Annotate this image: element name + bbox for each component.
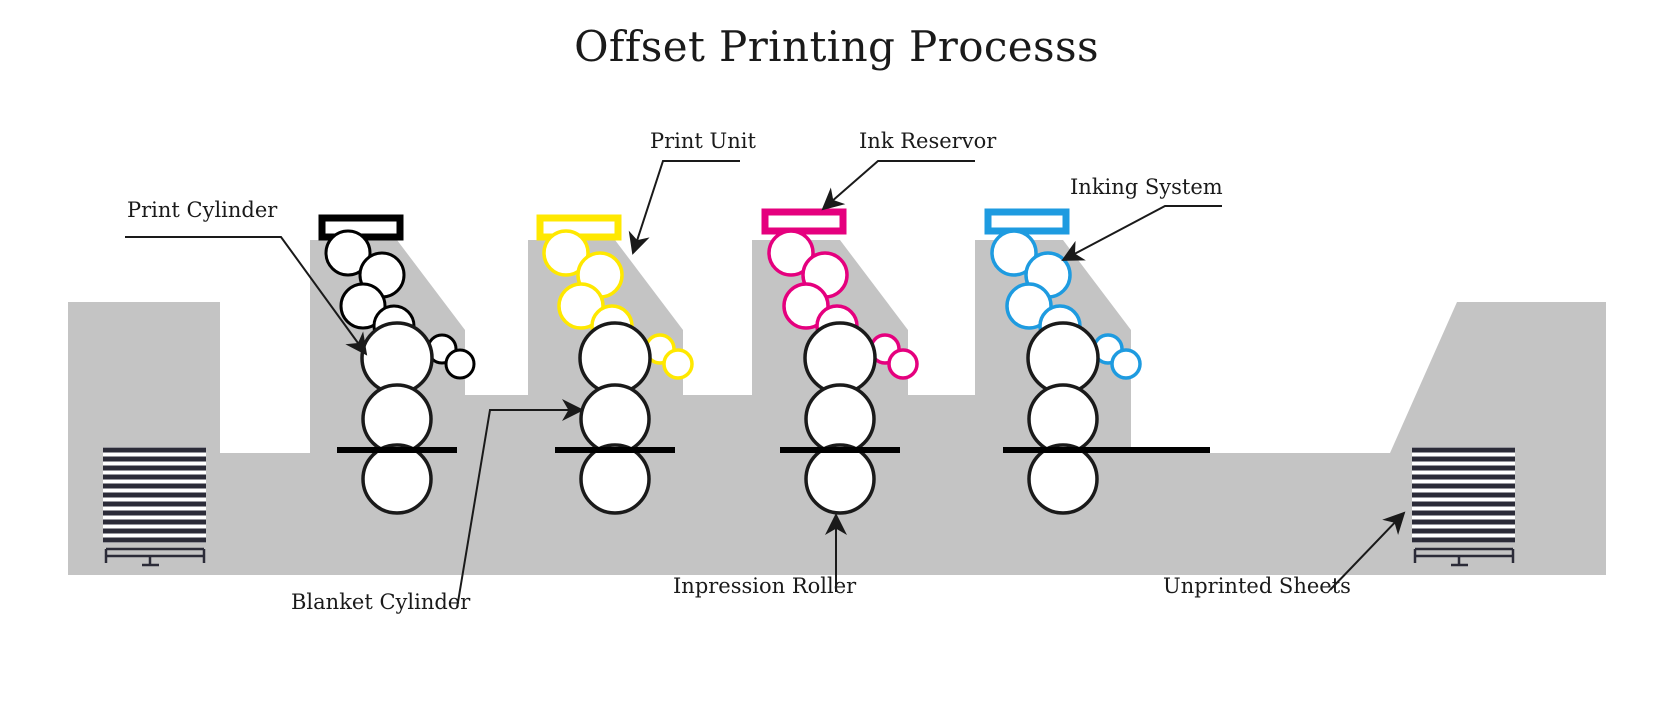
side-roller bbox=[662, 348, 694, 380]
ink-roller bbox=[990, 229, 1038, 277]
print-cylinder bbox=[578, 321, 652, 395]
label-unprinted-sheets: Unprinted Sheets bbox=[1163, 574, 1351, 598]
blanket-cylinder bbox=[361, 383, 433, 455]
ink-reservoir-magenta bbox=[761, 208, 847, 235]
impression-roller bbox=[361, 443, 433, 515]
leader-inking-system bbox=[1061, 205, 1222, 261]
label-print-unit: Print Unit bbox=[650, 129, 756, 153]
leader-blanket-cylinder bbox=[456, 399, 584, 609]
blanket-cylinder bbox=[1027, 383, 1099, 455]
blanket-cylinder bbox=[579, 383, 651, 455]
side-roller bbox=[1110, 348, 1142, 380]
leader-print-unit bbox=[628, 160, 740, 255]
delivery-stack bbox=[1412, 447, 1515, 567]
leader-unprinted-sheets bbox=[1329, 511, 1406, 591]
ink-roller bbox=[557, 282, 605, 330]
ink-reservoir-cyan bbox=[984, 208, 1070, 235]
magenta-unit bbox=[761, 208, 919, 515]
ink-roller bbox=[339, 282, 387, 330]
yellow-unit bbox=[536, 214, 694, 515]
print-cylinder bbox=[360, 321, 434, 395]
side-roller bbox=[887, 348, 919, 380]
cyan-unit bbox=[984, 208, 1210, 515]
side-roller bbox=[444, 348, 476, 380]
ink-roller bbox=[782, 282, 830, 330]
ink-roller bbox=[542, 229, 590, 277]
impression-roller bbox=[579, 443, 651, 515]
blanket-cylinder bbox=[804, 383, 876, 455]
label-ink-reservor: Ink Reservor bbox=[859, 129, 997, 153]
ink-roller bbox=[767, 229, 815, 277]
leader-ink-reservor bbox=[821, 160, 975, 211]
ink-roller bbox=[324, 229, 372, 277]
feeder-stack bbox=[103, 447, 206, 567]
label-blanket-cylinder: Blanket Cylinder bbox=[291, 590, 471, 614]
page-title: Offset Printing Processs bbox=[574, 22, 1099, 71]
impression-roller bbox=[1027, 443, 1099, 515]
label-inking-system: Inking System bbox=[1070, 175, 1223, 199]
black-unit bbox=[318, 214, 476, 515]
ink-roller bbox=[1005, 282, 1053, 330]
label-inpression-roller: Inpression Roller bbox=[673, 574, 857, 598]
impression-roller bbox=[804, 443, 876, 515]
label-print-cylinder: Print Cylinder bbox=[127, 198, 278, 222]
print-cylinder bbox=[803, 321, 877, 395]
print-cylinder bbox=[1026, 321, 1100, 395]
